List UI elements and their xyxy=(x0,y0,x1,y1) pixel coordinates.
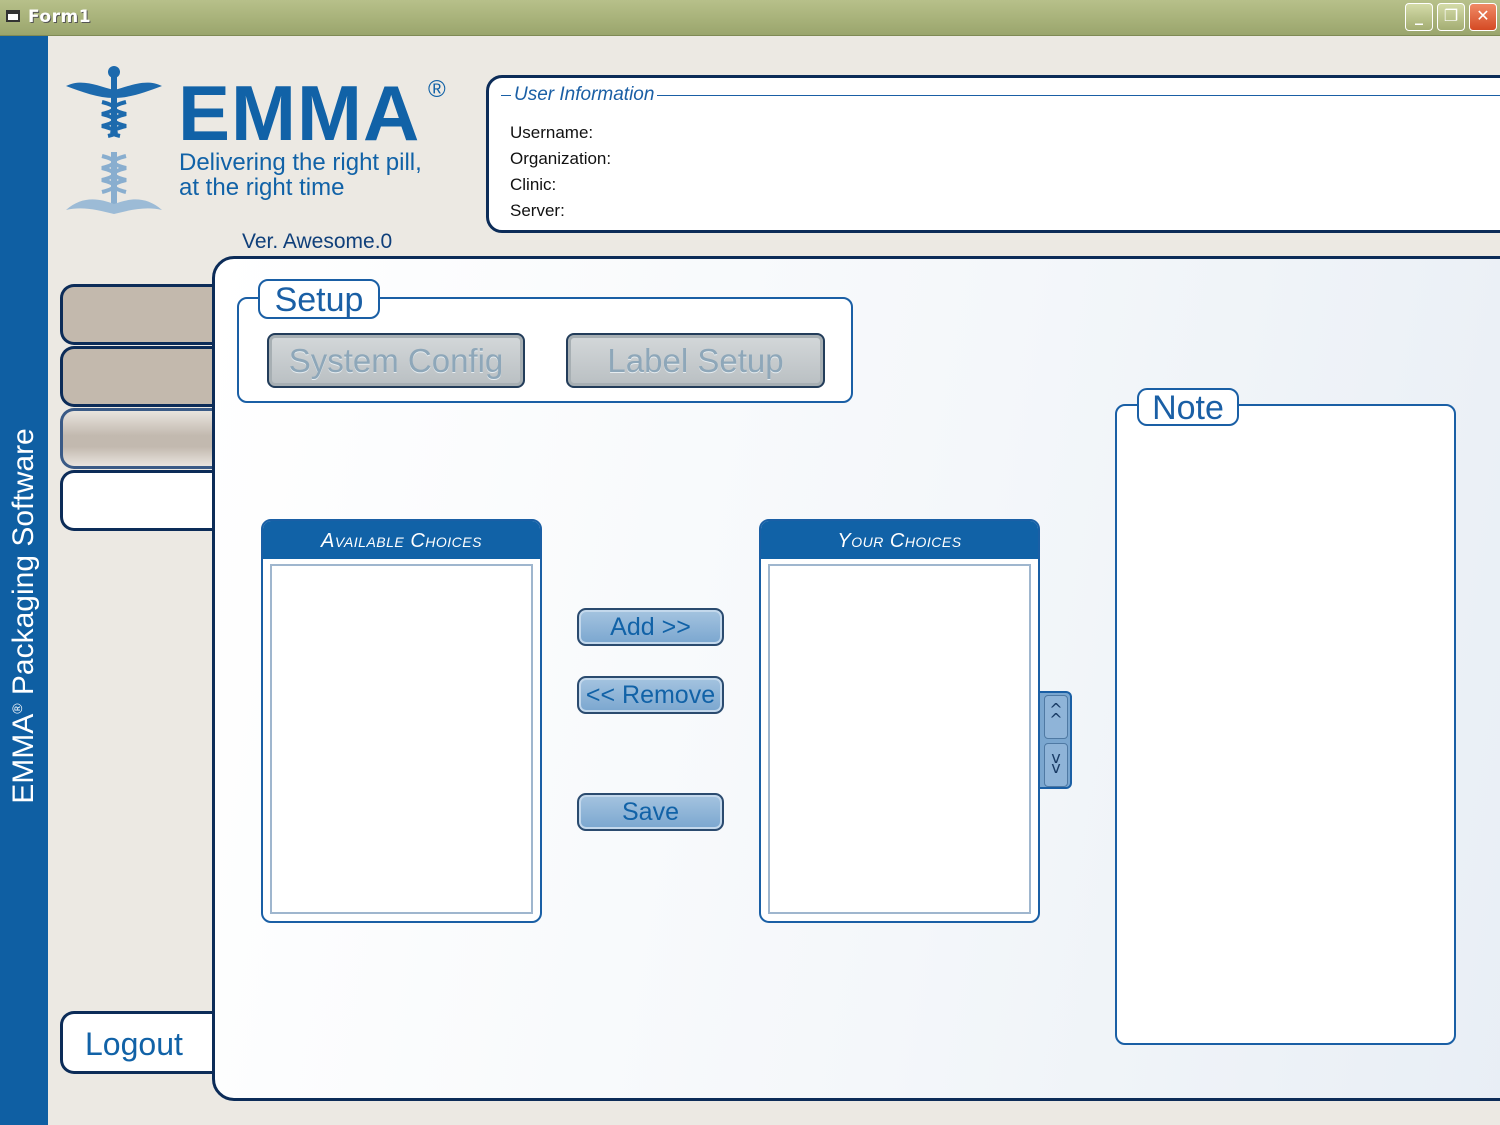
title-bar[interactable]: Form1 _ ❐ ✕ xyxy=(0,0,1500,36)
logo-tagline: Delivering the right pill, at the right … xyxy=(179,150,479,200)
logout-label: Logout xyxy=(85,1026,183,1062)
user-info-panel: User Information Username: Organization:… xyxy=(486,75,1500,233)
clinic-label: Clinic: xyxy=(510,175,557,194)
caduceus-icon xyxy=(66,66,162,214)
note-label: Note xyxy=(1137,388,1239,426)
side-brand-band: EMMA® Packaging Software xyxy=(0,36,48,1125)
move-down-button[interactable]: v v xyxy=(1044,743,1068,787)
vertical-brand-text: EMMA® Packaging Software xyxy=(7,428,41,803)
user-info-legend-line xyxy=(501,95,1500,96)
save-button[interactable]: Save xyxy=(577,793,724,831)
your-choices-list[interactable] xyxy=(768,564,1031,914)
your-choices-panel: Your Choices xyxy=(759,519,1040,923)
logout-button[interactable]: Logout xyxy=(60,1011,230,1074)
note-textarea[interactable] xyxy=(1115,404,1456,1045)
vertical-brand-reg: ® xyxy=(9,703,25,714)
logo-wordmark: EMMA xyxy=(178,69,421,157)
tagline-line-1: Delivering the right pill, xyxy=(179,149,422,176)
user-info-legend: User Information xyxy=(511,84,658,106)
available-choices-panel: Available Choices xyxy=(261,519,542,923)
nav-tab-1[interactable] xyxy=(60,284,230,345)
minimize-button[interactable]: _ xyxy=(1405,3,1433,31)
maximize-button[interactable]: ❐ xyxy=(1437,3,1465,31)
nav-tab-setup-active[interactable] xyxy=(60,470,230,531)
nav-tab-2[interactable] xyxy=(60,346,230,407)
window-title: Form1 xyxy=(28,7,92,27)
add-button[interactable]: Add >> xyxy=(577,608,724,646)
version-label: Ver. Awesome.0 xyxy=(242,230,393,253)
close-button[interactable]: ✕ xyxy=(1469,3,1497,31)
logo-registered-mark: ® xyxy=(428,76,446,103)
vertical-brand-rest: Packaging Software xyxy=(7,428,40,704)
nav-tab-3[interactable] xyxy=(60,408,230,469)
move-up-button[interactable]: ^ ^ xyxy=(1044,695,1068,739)
server-label: Server: xyxy=(510,201,565,220)
vertical-brand-name: EMMA xyxy=(7,713,40,804)
label-setup-button[interactable]: Label Setup xyxy=(566,333,825,388)
setup-group-label: Setup xyxy=(258,279,380,319)
window-app-icon[interactable] xyxy=(6,10,20,22)
username-label: Username: xyxy=(510,123,594,142)
system-config-button[interactable]: System Config xyxy=(267,333,525,388)
reorder-controls: ^ ^ v v xyxy=(1040,691,1072,789)
available-choices-header: Available Choices xyxy=(263,521,540,559)
tagline-line-2: at the right time xyxy=(179,174,345,201)
your-choices-header: Your Choices xyxy=(761,521,1038,559)
remove-button[interactable]: << Remove xyxy=(577,676,724,714)
organization-label: Organization: xyxy=(510,149,612,168)
available-choices-list[interactable] xyxy=(270,564,533,914)
